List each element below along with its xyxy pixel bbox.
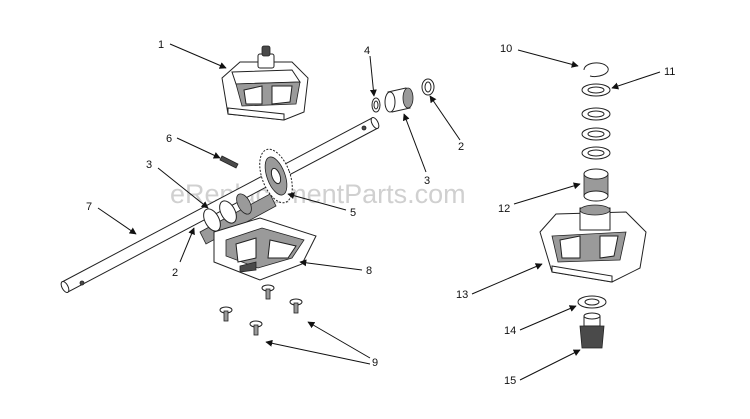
part-worm-gear [259,148,293,204]
screw-2 [289,298,303,314]
screw-4 [249,320,263,336]
callout-2-lower: 2 [172,267,178,279]
part-needle-bearing [583,168,609,202]
part-retaining-clip [583,62,609,77]
screw-3 [219,306,233,322]
callout-3-upper: 3 [424,175,430,187]
callout-7: 7 [86,201,92,213]
part-shaft-end-hardware [371,78,435,113]
part-lower-gear-case [213,217,317,281]
callout-5: 5 [350,207,356,219]
callout-1: 1 [158,39,164,51]
part-upper-gear-case [221,45,309,121]
part-shaft-bushings [203,193,252,232]
leader-lines [97,43,661,381]
callout-8: 8 [366,265,372,277]
callout-15: 15 [504,375,516,387]
callout-9: 9 [372,357,378,369]
screw-1 [261,284,275,300]
callout-6: 6 [166,133,172,145]
part-washer [577,295,607,309]
callout-4: 4 [364,45,370,57]
part-right-gear-case [539,204,647,283]
callout-2-upper: 2 [458,141,464,153]
part-pinion-gear [579,312,605,349]
part-pin [219,155,239,169]
callout-13: 13 [456,289,468,301]
part-screws [219,284,303,336]
callout-14: 14 [504,325,516,337]
callout-labels: 1 4 2 3 6 3 5 7 2 8 9 10 11 12 13 14 15 [86,39,675,387]
callout-12: 12 [498,203,510,215]
part-thrust-washers [581,83,611,160]
callout-10: 10 [500,43,512,55]
callout-11: 11 [664,66,675,78]
callout-3-lower: 3 [146,159,152,171]
